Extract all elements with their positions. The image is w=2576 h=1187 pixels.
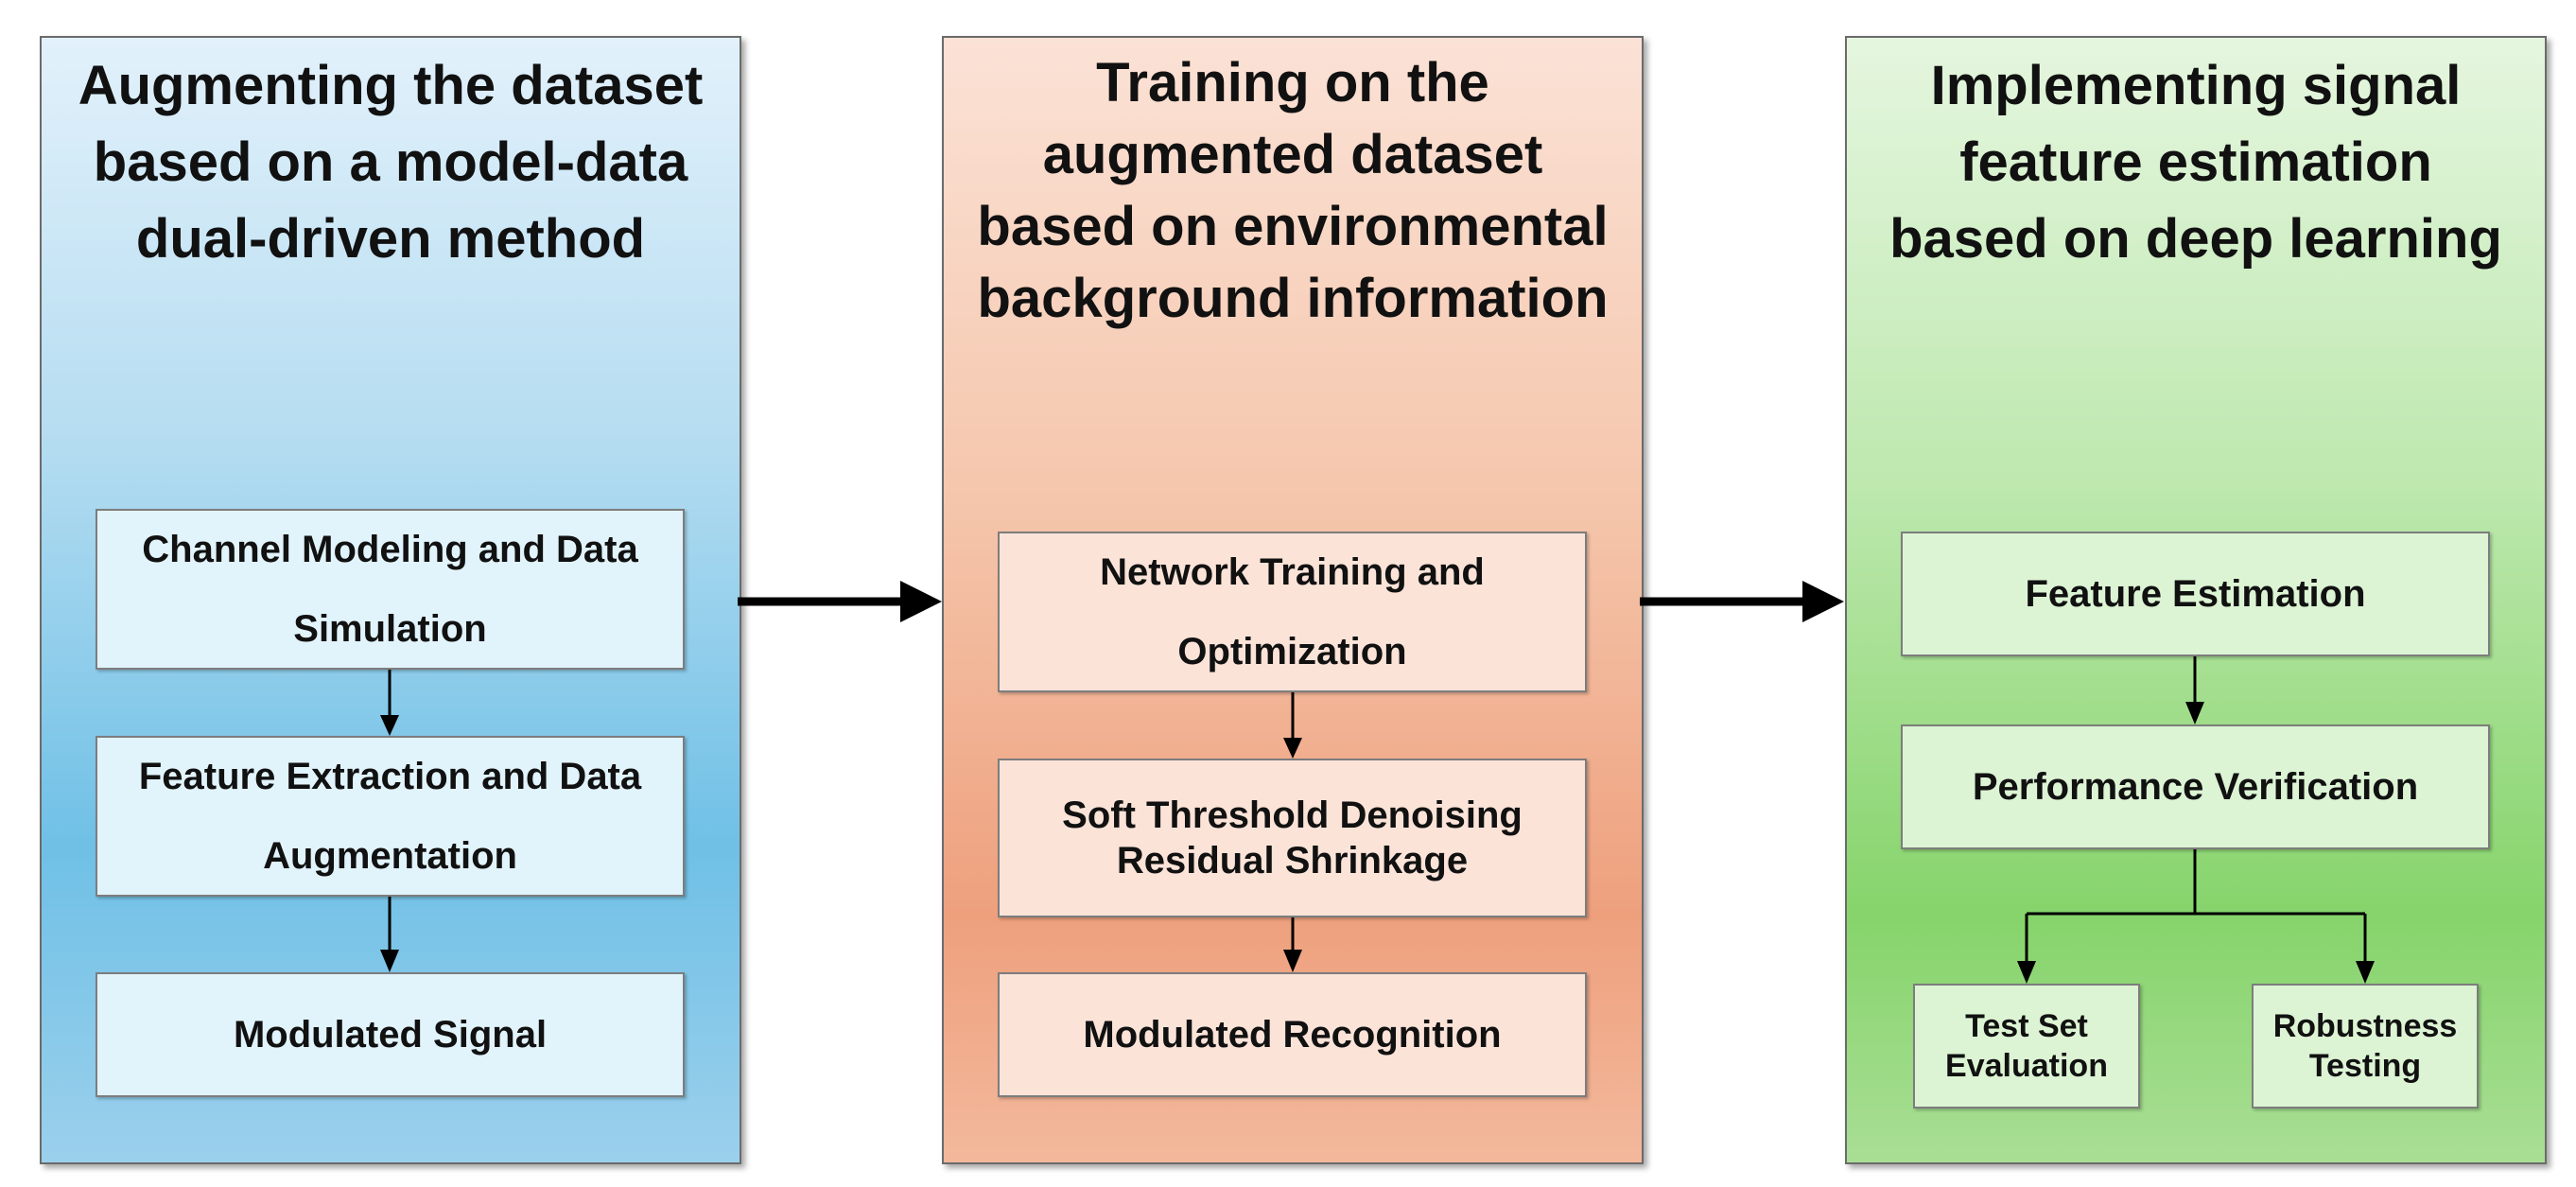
panel-1-title-line: based on a model-data: [93, 131, 688, 193]
box-test-set-evaluation: Test Set Evaluation: [1913, 984, 2140, 1108]
panel-3-title-line: Implementing signal: [1930, 55, 2462, 116]
arrow-denoising-to-recognition: [1283, 917, 1302, 972]
panel-2-title-line: background information: [977, 268, 1609, 329]
panel-2-title-line: augmented dataset: [1042, 124, 1543, 185]
box-feature-estimation: Feature Estimation: [1901, 532, 2490, 656]
panel-3-title-line: feature estimation: [1959, 131, 2432, 193]
arrow-verification-split: [2017, 849, 2375, 984]
panel-2-title-line: based on environmental: [977, 196, 1609, 257]
arrow-training-to-denoising: [1283, 692, 1302, 759]
arrow-feature-to-signal: [380, 897, 399, 972]
box-performance-verification: Performance Verification: [1901, 724, 2490, 849]
panel-2-title: Training on the augmented dataset based …: [944, 38, 1642, 335]
box-soft-threshold: Soft Threshold Denoising Residual Shrink…: [998, 759, 1587, 917]
box-channel-modeling: Channel Modeling and Data Simulation: [96, 509, 685, 670]
panel-1-title-line: Augmenting the dataset: [78, 55, 704, 116]
panel-3-title-line: based on deep learning: [1889, 208, 2502, 270]
panel-1-title: Augmenting the dataset based on a model-…: [42, 38, 740, 277]
panel-3-title: Implementing signal feature estimation b…: [1847, 38, 2545, 277]
box-modulated-signal: Modulated Signal: [96, 972, 685, 1097]
arrow-panel1-to-panel2: [738, 581, 942, 622]
box-modulated-recognition: Modulated Recognition: [998, 972, 1587, 1097]
panel-1-title-line: dual-driven method: [135, 208, 646, 270]
arrow-panel2-to-panel3: [1640, 581, 1844, 622]
arrow-channel-to-feature: [380, 670, 399, 736]
box-network-training: Network Training and Optimization: [998, 532, 1587, 692]
panel-2-title-line: Training on the: [1096, 52, 1489, 113]
box-feature-extraction: Feature Extraction and Data Augmentation: [96, 736, 685, 897]
box-robustness-testing: Robustness Testing: [2252, 984, 2479, 1108]
arrow-estimation-to-verification: [2185, 656, 2204, 724]
